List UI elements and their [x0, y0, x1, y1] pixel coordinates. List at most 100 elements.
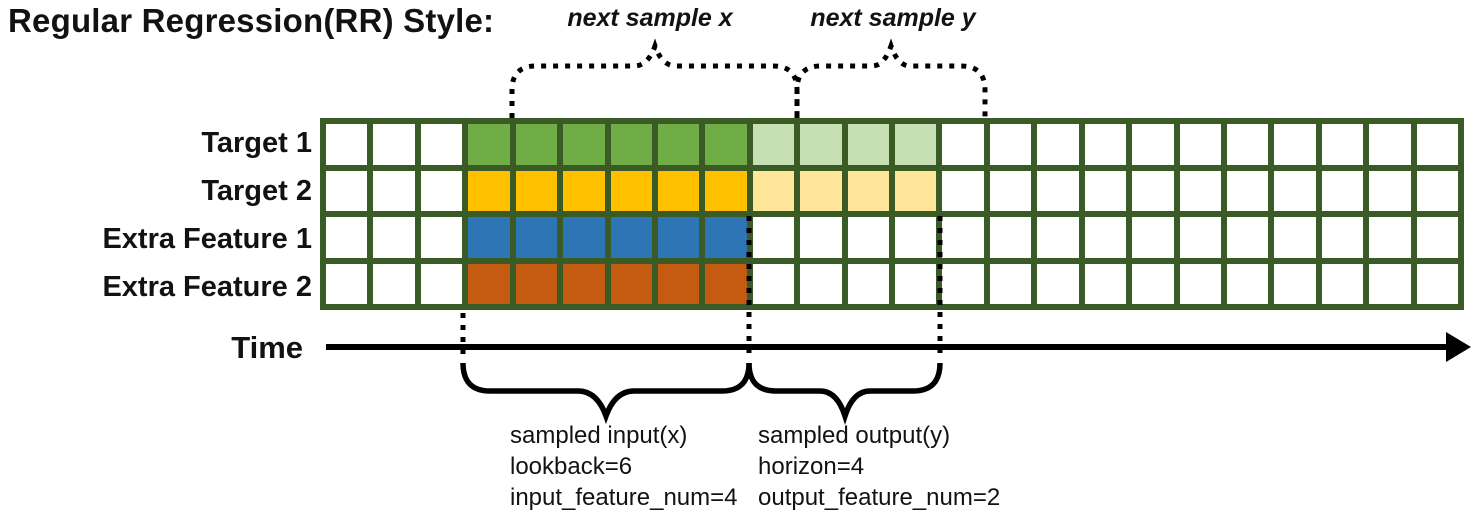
grid-cell-row3-col12-horizon [847, 217, 889, 258]
grid-cell-row1-col16-empty [1037, 124, 1079, 165]
grid-cell-row1-col1-empty [326, 124, 368, 165]
grid-cell-row3-col5-lookback [515, 217, 558, 258]
time-axis-arrowhead [1446, 332, 1471, 362]
grid-cell-row4-col11-horizon [800, 263, 842, 304]
grid-cell-row3-col20-empty [1226, 217, 1269, 258]
grid-cell-row2-col22-empty [1321, 170, 1364, 211]
grid-cell-row2-col19-empty [1179, 170, 1221, 211]
grid-cell-row1-col12-horizon [847, 124, 889, 165]
grid-cell-row2-col14-empty [942, 170, 984, 211]
grid-cell-row4-col17-empty [1084, 263, 1127, 304]
grid-cell-row4-col24-empty [1416, 263, 1458, 304]
grid-cell-row1-col2-empty [373, 124, 415, 165]
grid-cell-row2-col5-lookback [515, 170, 558, 211]
grid-cell-row4-col2-empty [373, 263, 415, 304]
next-sample-y-brace [794, 38, 988, 118]
grid-cell-row3-col17-empty [1084, 217, 1127, 258]
grid-cell-row4-col21-empty [1274, 263, 1316, 304]
grid-cell-row1-col9-lookback [705, 124, 747, 165]
output-feature-num-value: output_feature_num=2 [758, 484, 1001, 511]
grid-cell-row2-col4-lookback [468, 170, 510, 211]
sampled-output-title: sampled output(y) [758, 422, 951, 449]
grid-cell-row4-col15-empty [989, 263, 1032, 304]
grid-cell-row2-col10-horizon [752, 170, 795, 211]
grid-cell-row1-col23-empty [1369, 124, 1411, 165]
grid-cell-row3-col22-empty [1321, 217, 1364, 258]
grid-cell-row4-col7-lookback [610, 263, 652, 304]
sampled-output-brace [746, 362, 943, 426]
grid-cell-row2-col18-empty [1132, 170, 1174, 211]
grid-cell-row2-col1-empty [326, 170, 368, 211]
grid-cell-row1-col17-empty [1084, 124, 1127, 165]
grid-cell-row1-col6-lookback [563, 124, 605, 165]
grid-cell-row3-col13-horizon [895, 217, 937, 258]
sampled-output-caption: sampled output(y) horizon=4 output_featu… [758, 420, 1000, 513]
grid-cell-row3-col18-empty [1132, 217, 1174, 258]
grid-cell-row3-col9-lookback [705, 217, 747, 258]
grid-cell-row3-col6-lookback [563, 217, 605, 258]
time-axis-label: Time [231, 330, 303, 365]
grid-cell-row4-col9-lookback [705, 263, 747, 304]
grid-cell-row2-col16-empty [1037, 170, 1079, 211]
grid-cell-row3-col7-lookback [610, 217, 652, 258]
grid-cell-row4-col4-lookback [468, 263, 510, 304]
grid-cell-row1-col22-empty [1321, 124, 1364, 165]
grid-cell-row2-col3-empty [420, 170, 463, 211]
grid-cell-row3-col3-empty [420, 217, 463, 258]
grid-cell-row4-col23-empty [1369, 263, 1411, 304]
grid-cell-row4-col22-empty [1321, 263, 1364, 304]
lookback-value: lookback=6 [510, 453, 633, 480]
grid-cell-row1-col18-empty [1132, 124, 1174, 165]
grid-cell-row1-col15-empty [989, 124, 1032, 165]
grid-cell-row3-col2-empty [373, 217, 415, 258]
grid-cell-row2-col23-empty [1369, 170, 1411, 211]
grid-cell-row4-col1-empty [326, 263, 368, 304]
grid-cell-row2-col21-empty [1274, 170, 1316, 211]
row-label-target-2: Target 2 [201, 175, 312, 207]
grid-cell-row2-col8-lookback [657, 170, 700, 211]
row-label-extra-feature-1: Extra Feature 1 [102, 223, 312, 255]
grid-cell-row4-col13-horizon [895, 263, 937, 304]
grid-cell-row4-col18-empty [1132, 263, 1174, 304]
next-sample-x-label: next sample x [567, 4, 733, 32]
grid-cell-row2-col7-lookback [610, 170, 652, 211]
grid-cell-row4-col20-empty [1226, 263, 1269, 304]
grid-cell-row4-col14-empty [942, 263, 984, 304]
grid-cell-row3-col10-horizon [752, 217, 795, 258]
grid-cell-row2-col13-horizon [895, 170, 937, 211]
grid-cell-row1-col13-horizon [895, 124, 937, 165]
next-sample-y-label: next sample y [810, 4, 976, 32]
grid-cell-row2-col12-horizon [847, 170, 889, 211]
grid-cell-row4-col6-lookback [563, 263, 605, 304]
grid-cell-row2-col2-empty [373, 170, 415, 211]
grid-cell-row4-col5-lookback [515, 263, 558, 304]
grid-cell-row1-col21-empty [1274, 124, 1316, 165]
grid-cell-row1-col8-lookback [657, 124, 700, 165]
diagram-title: Regular Regression(RR) Style: [8, 2, 495, 39]
row-label-extra-feature-2: Extra Feature 2 [102, 271, 312, 303]
grid-cell-row1-col5-lookback [515, 124, 558, 165]
sampled-input-caption: sampled input(x) lookback=6 input_featur… [510, 420, 738, 513]
grid-cell-row1-col20-empty [1226, 124, 1269, 165]
grid-cell-row4-col12-horizon [847, 263, 889, 304]
grid-cell-row3-col23-empty [1369, 217, 1411, 258]
grid-cell-row2-col17-empty [1084, 170, 1127, 211]
grid-cell-row4-col8-lookback [657, 263, 700, 304]
grid-cell-row3-col8-lookback [657, 217, 700, 258]
grid-cell-row3-col1-empty [326, 217, 368, 258]
grid-cell-row3-col21-empty [1274, 217, 1316, 258]
input-feature-num-value: input_feature_num=4 [510, 484, 738, 511]
grid-cell-row2-col24-empty [1416, 170, 1458, 211]
sampled-input-title: sampled input(x) [510, 422, 688, 449]
grid-cell-row4-col19-empty [1179, 263, 1221, 304]
grid-cell-row4-col10-horizon [752, 263, 795, 304]
next-sample-x-brace [509, 38, 800, 118]
grid-cell-row3-col14-empty [942, 217, 984, 258]
grid-cell-row1-col4-lookback [468, 124, 510, 165]
grid-cell-row3-col19-empty [1179, 217, 1221, 258]
horizon-value: horizon=4 [758, 453, 865, 480]
grid-cell-row1-col24-empty [1416, 124, 1458, 165]
grid-cell-row1-col14-empty [942, 124, 984, 165]
grid-cell-row2-col6-lookback [563, 170, 605, 211]
